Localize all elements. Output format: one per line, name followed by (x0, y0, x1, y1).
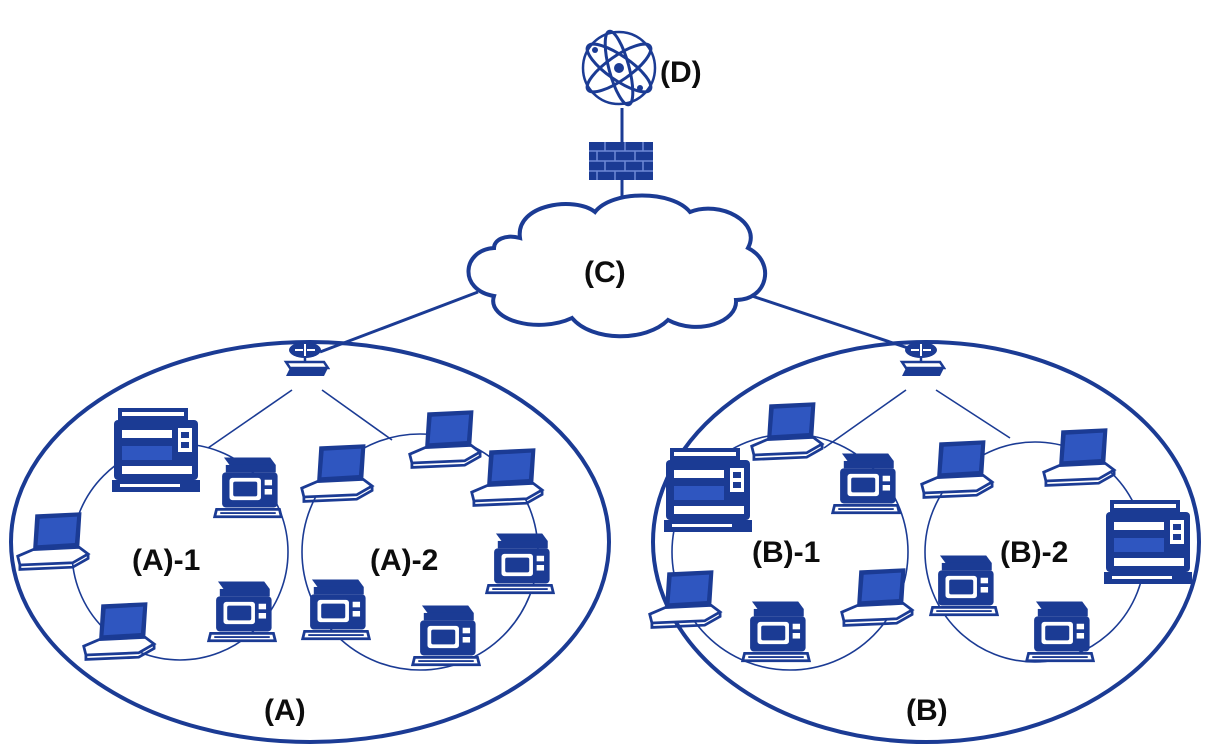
firewall-icon (589, 142, 653, 180)
router-a-segment2-link (321, 389, 393, 441)
router-b-icon (900, 340, 946, 378)
cloud-label: (C) (584, 256, 626, 289)
scanner-icon (1025, 599, 1095, 663)
router-b-segment2-link (935, 389, 1011, 439)
router-a-icon (284, 340, 330, 378)
router-b-segment1-link (823, 389, 907, 449)
laptop-icon (470, 446, 544, 507)
site-a-label: (A) (264, 694, 306, 727)
globe-icon (581, 29, 657, 107)
scanner-icon (213, 455, 283, 519)
segment-a2-label: (A)-2 (370, 544, 438, 577)
laptop-icon (648, 568, 722, 629)
laptop-icon (920, 438, 994, 499)
laptop-icon (1042, 426, 1116, 487)
laptop-icon (16, 510, 90, 571)
laptop-icon (840, 566, 914, 627)
scanner-icon (831, 451, 901, 515)
router-a-segment1-link (207, 389, 293, 449)
scanner-icon (301, 577, 371, 641)
laptop-icon (82, 600, 156, 661)
scanner-icon (929, 553, 999, 617)
segment-b2-label: (B)-2 (1000, 536, 1068, 569)
site-b-label: (B) (906, 694, 948, 727)
laptop-icon (408, 408, 482, 469)
site-b-boundary (651, 340, 1201, 744)
scanner-icon (485, 531, 555, 595)
multifunction-printer-icon (664, 448, 752, 532)
segment-a1-label: (A)-1 (132, 544, 200, 577)
laptop-icon (300, 442, 374, 503)
scanner-icon (207, 579, 277, 643)
cloud-icon (466, 193, 767, 339)
scanner-icon (411, 603, 481, 667)
site-a-boundary (9, 340, 611, 744)
scanner-icon (741, 599, 811, 663)
internet-label: (D) (660, 56, 702, 89)
laptop-icon (750, 400, 824, 461)
segment-b1-label: (B)-1 (752, 536, 820, 569)
multifunction-printer-icon (112, 408, 200, 492)
multifunction-printer-icon (1104, 500, 1192, 584)
